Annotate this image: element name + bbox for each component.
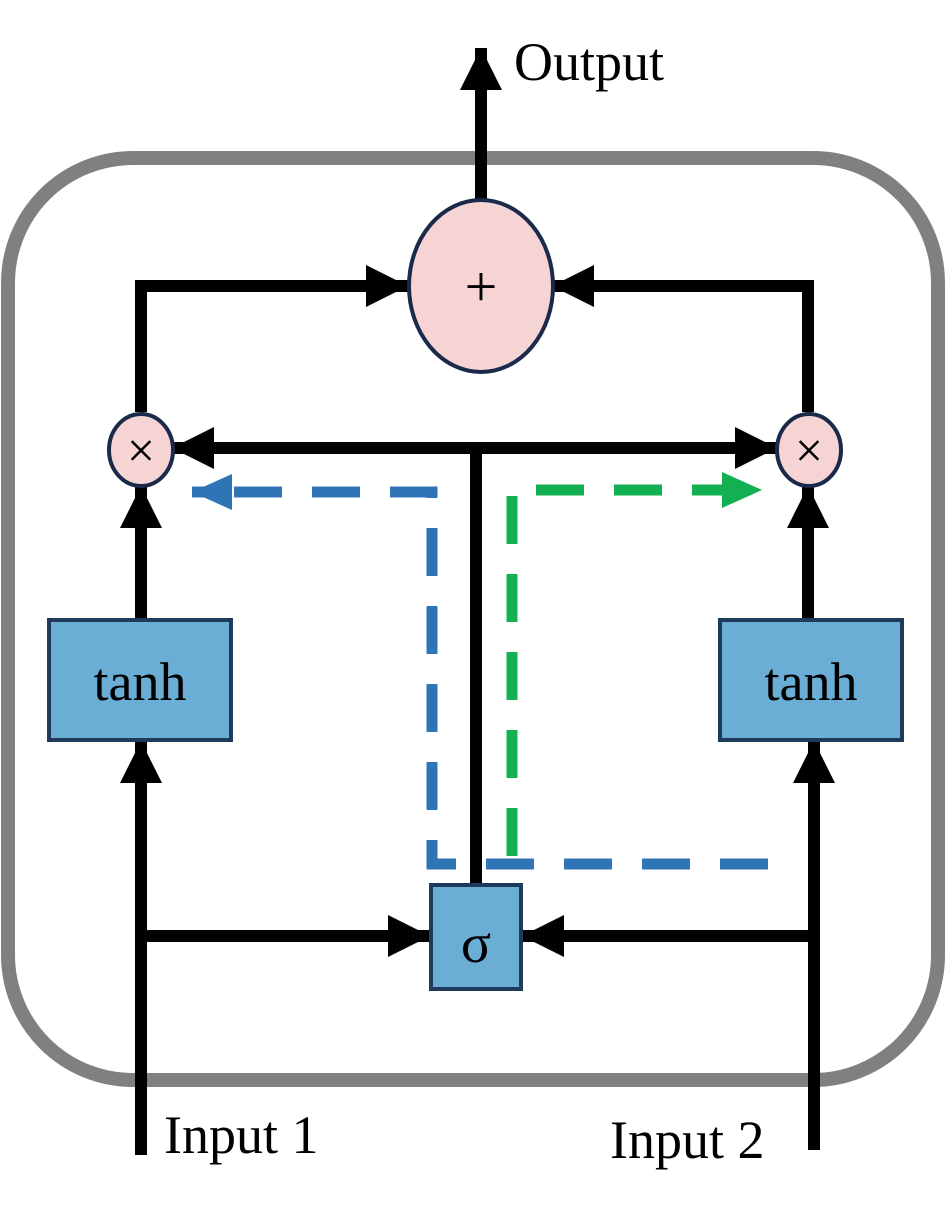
left-mult-node: [107, 412, 175, 488]
left-mult-node-label: ×: [127, 422, 155, 478]
left-product-to-sum-arrow: [135, 265, 408, 412]
green-dashed-gate-path: [506, 472, 762, 856]
input1-label: Input 1: [164, 1105, 319, 1165]
sigma-label: σ: [461, 913, 491, 975]
sum-node-label: +: [465, 254, 498, 319]
sigma-box: [429, 883, 523, 991]
left-tanh-label: tanh: [94, 652, 187, 712]
right-tanh-box: [718, 618, 904, 742]
output-label: Output: [514, 32, 664, 92]
sum-node: [407, 198, 555, 374]
blue-dashed-gate-path: [192, 474, 768, 870]
right-tanh-label: tanh: [765, 652, 858, 712]
left-tanh-box: [47, 618, 233, 742]
right-mult-node-label: ×: [795, 422, 823, 478]
input2-label: Input 2: [610, 1110, 765, 1170]
cell-frame: [1, 151, 945, 1087]
right-mult-node: [775, 412, 843, 488]
right-product-to-sum-arrow: [552, 265, 814, 412]
